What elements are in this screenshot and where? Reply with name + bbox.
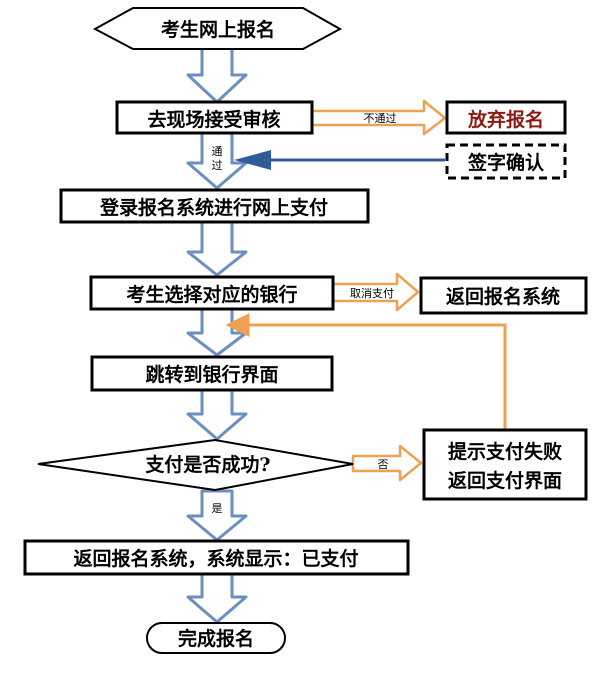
retry-return-arrow: [225, 313, 507, 430]
sign-confirm-arrow-head: [234, 150, 271, 170]
pay-success-decision: [37, 438, 354, 492]
no-label: 否: [378, 458, 389, 471]
login-pay-box: [59, 188, 370, 224]
start-node-text: 考生网上报名: [161, 18, 275, 41]
choose-bank-text: 考生选择对应的银行: [126, 283, 297, 306]
pass-label-1: 通: [212, 145, 223, 158]
pay-fail-box: [422, 428, 588, 501]
pay-fail-line-1: 提示支付失败: [448, 440, 562, 463]
start-node-shape: [92, 7, 343, 50]
sign-confirm-box: [445, 143, 567, 180]
no-arrow: [351, 444, 423, 482]
down-arrow-5: [186, 388, 248, 441]
abandon-text: 放弃报名: [467, 108, 544, 131]
down-arrow-7: [186, 572, 248, 624]
end-node-text: 完成报名: [178, 627, 254, 650]
paid-result-box: [23, 539, 410, 576]
pass-label-2: 过: [212, 159, 223, 172]
sign-confirm-text: 签字确认: [467, 151, 544, 174]
jump-bank-text: 跳转到银行界面: [145, 363, 278, 386]
end-node-shape: [146, 622, 286, 654]
cancel-pay-label: 取消支付: [350, 286, 394, 300]
down-arrow-4: [186, 307, 248, 357]
review-fail-label: 不通过: [364, 112, 397, 125]
down-arrow-2: [186, 131, 248, 190]
paid-result-text: 返回报名系统，系统显示：已支付: [73, 547, 358, 570]
pay-success-text: 支付是否成功?: [144, 453, 270, 476]
back-to-system-box: [419, 276, 588, 315]
choose-bank-box: [89, 275, 335, 311]
down-arrow-6: [186, 489, 248, 542]
jump-bank-box: [90, 355, 334, 392]
down-arrow-3: [186, 220, 248, 277]
abandon-box: [445, 100, 567, 135]
back-to-system-text: 返回报名系统: [446, 285, 560, 308]
review-box: [115, 100, 314, 135]
login-pay-text: 登录报名系统进行网上支付: [99, 196, 328, 219]
cancel-pay-arrow: [331, 272, 420, 312]
yes-label: 是: [212, 502, 223, 515]
pay-fail-line-2: 返回支付界面: [448, 469, 562, 492]
fail-review-arrow: [310, 99, 447, 136]
review-text: 去现场接受审核: [147, 108, 280, 131]
down-arrow-1: [186, 45, 248, 104]
